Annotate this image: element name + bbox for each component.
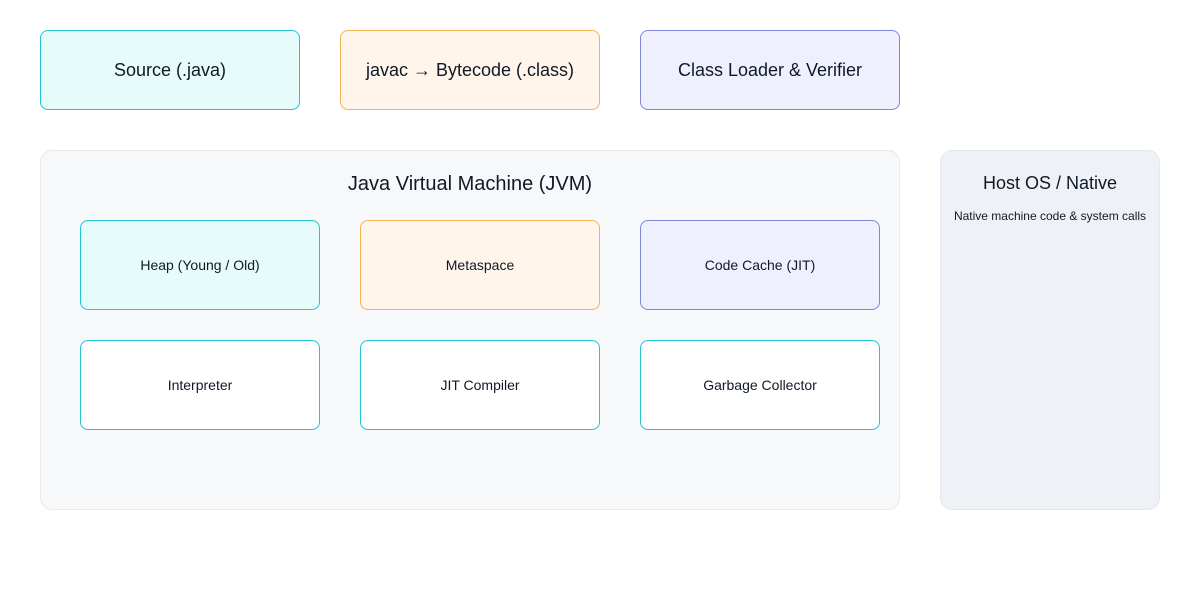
- jvm-title: Java Virtual Machine (JVM): [347, 173, 593, 195]
- jit-compiler-label: JIT Compiler: [440, 377, 520, 393]
- source-java-label: Source (.java): [113, 59, 227, 80]
- jvm-panel: Java Virtual Machine (JVM) Heap (Young /…: [40, 150, 900, 510]
- javac-bytecode-box: javac → Bytecode (.class): [340, 30, 600, 110]
- heap-box: Heap (Young / Old): [80, 220, 320, 310]
- jit-compiler-box: JIT Compiler: [360, 340, 600, 430]
- javac-bytecode-label: javac → Bytecode (.class): [365, 59, 575, 80]
- garbage-collector-label: Garbage Collector: [703, 377, 817, 393]
- metaspace-box: Metaspace: [360, 220, 600, 310]
- interpreter-label: Interpreter: [167, 377, 233, 393]
- host-os-title: Host OS / Native: [982, 173, 1118, 193]
- garbage-collector-box: Garbage Collector: [640, 340, 880, 430]
- metaspace-label: Metaspace: [445, 257, 515, 273]
- host-os-description: Native machine code & system calls: [953, 209, 1147, 223]
- source-java-box: Source (.java): [40, 30, 300, 110]
- code-cache-box: Code Cache (JIT): [640, 220, 880, 310]
- heap-label: Heap (Young / Old): [140, 257, 260, 273]
- code-cache-label: Code Cache (JIT): [704, 257, 816, 273]
- class-loader-label: Class Loader & Verifier: [677, 59, 863, 80]
- interpreter-box: Interpreter: [80, 340, 320, 430]
- host-os-panel: Host OS / Native Native machine code & s…: [940, 150, 1160, 510]
- class-loader-box: Class Loader & Verifier: [640, 30, 900, 110]
